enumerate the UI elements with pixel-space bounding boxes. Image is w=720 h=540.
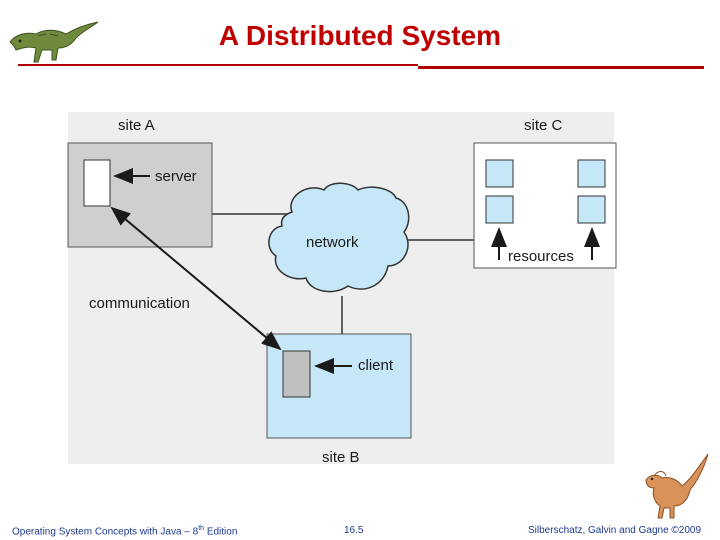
- client-box: [282, 350, 311, 398]
- resources-label: resources: [508, 248, 574, 265]
- server-box: [83, 159, 111, 207]
- communication-label: communication: [89, 295, 190, 312]
- resource-box: [485, 159, 514, 188]
- footer-page-number: 16.5: [344, 525, 364, 536]
- footer-right: Silberschatz, Galvin and Gagne ©2009: [528, 525, 702, 536]
- communication-arrow: [110, 206, 282, 351]
- resource-box: [577, 195, 606, 224]
- slide-title: A Distributed System: [218, 20, 502, 51]
- server-label: server: [155, 168, 197, 185]
- dinosaur-mascot-icon: [645, 453, 709, 519]
- footer-left-sup: th: [198, 525, 205, 532]
- resource-box: [485, 195, 514, 224]
- dinosaur-logo-icon: [9, 21, 99, 63]
- site-c-label: site C: [524, 117, 563, 134]
- site-b-label: site B: [322, 449, 360, 466]
- title-underline-accent: [418, 66, 704, 69]
- title-underline: [18, 64, 418, 66]
- footer-left: Operating System Concepts with Java – 8t…: [12, 525, 237, 537]
- site-a-label: site A: [118, 117, 155, 134]
- network-label: network: [306, 234, 359, 251]
- client-label: client: [358, 357, 394, 374]
- footer-left-suffix: Edition: [204, 526, 238, 538]
- resource-box: [577, 159, 606, 188]
- footer-left-prefix: Operating System Concepts with Java – 8: [12, 526, 199, 538]
